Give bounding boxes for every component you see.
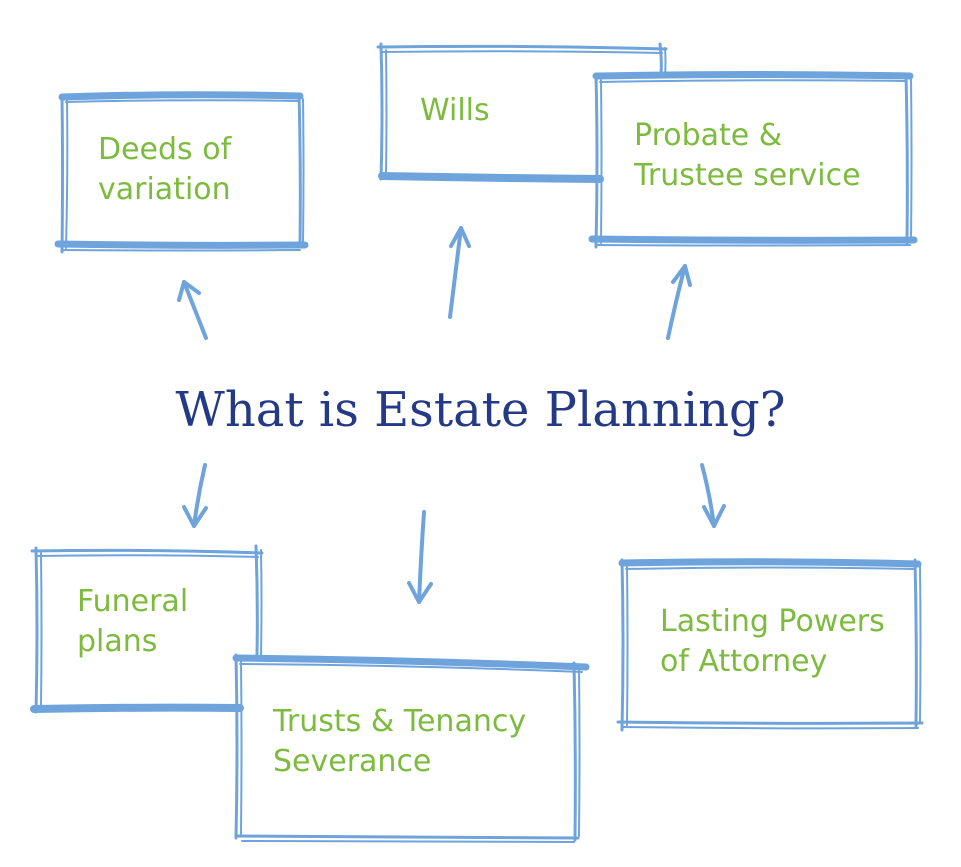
arrow-to-funeral bbox=[182, 463, 208, 528]
arrow-to-probate bbox=[666, 264, 692, 340]
arrow-to-lpa bbox=[700, 463, 726, 528]
arrow-to-deeds bbox=[177, 280, 208, 340]
box-label-lpa-line2: of Attorney bbox=[660, 644, 828, 679]
box-label-trusts: Trusts & Tenancy Severance bbox=[273, 702, 526, 782]
box-label-probate-line2: Trustee service bbox=[634, 158, 861, 193]
box-label-lpa: Lasting Powers of Attorney bbox=[660, 602, 885, 682]
box-label-probate-line1: Probate & bbox=[634, 118, 783, 153]
box-label-trusts-line1: Trusts & Tenancy bbox=[273, 704, 527, 739]
box-label-trusts-line2: Severance bbox=[273, 744, 432, 779]
arrow-to-wills bbox=[448, 226, 471, 319]
box-label-deeds-line2: variation bbox=[98, 172, 231, 207]
box-label-lpa-line1: Lasting Powers bbox=[660, 604, 885, 639]
box-lpa-frame bbox=[616, 558, 924, 732]
box-label-deeds-line1: Deeds of bbox=[98, 132, 232, 167]
box-trusts-frame bbox=[232, 653, 590, 843]
box-funeral-frame bbox=[30, 544, 264, 714]
box-label-funeral: Funeral plans bbox=[77, 582, 188, 662]
box-deeds-frame bbox=[54, 91, 309, 254]
box-label-funeral-line2: plans bbox=[77, 624, 158, 659]
box-label-wills-line1: Wills bbox=[420, 93, 490, 128]
box-label-deeds: Deeds of variation bbox=[98, 130, 231, 210]
box-probate-frame bbox=[588, 71, 918, 249]
box-label-probate: Probate & Trustee service bbox=[634, 116, 861, 196]
box-label-funeral-line1: Funeral bbox=[77, 584, 189, 619]
diagram-title: What is Estate Planning? bbox=[175, 382, 786, 438]
box-label-wills: Wills bbox=[420, 91, 490, 131]
arrow-to-trusts bbox=[407, 510, 433, 604]
